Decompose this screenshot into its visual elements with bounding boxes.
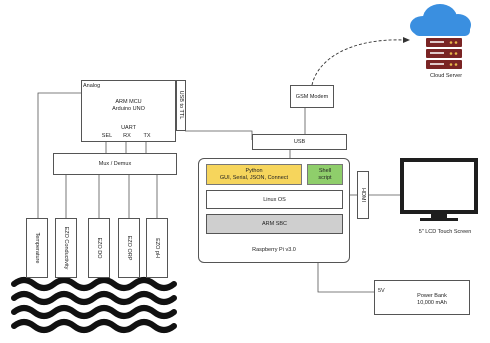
arm-sbc-label: ARM SBC [261, 221, 288, 227]
lcd-monitor-icon [400, 158, 478, 221]
sensor-orp-label: EZO ORP [126, 235, 132, 261]
gsm-modem-box: GSM Modem [290, 85, 334, 108]
uart-label: UART [121, 125, 136, 131]
ttl-to-usb-line [185, 130, 253, 140]
hdmi-box: HDMI [357, 171, 369, 219]
gsm-cloud-dashed-link [311, 39, 406, 86]
gsm-modem-label: GSM Modem [295, 94, 329, 100]
gsm-cloud-arrowhead [403, 37, 410, 43]
linux-os-block: Linux OS [206, 190, 343, 209]
water-waves-icon [11, 277, 177, 333]
sensor-ph-label: EZO pH [154, 238, 160, 258]
analog-label: Analog [83, 83, 101, 89]
hdmi-label: HDMI [360, 187, 366, 203]
usb-bar: USB [252, 134, 347, 150]
sensor-orp: EZO ORP [118, 218, 140, 278]
usb-ttl-box: USB to TTL [176, 80, 186, 131]
power-volt-label: 5V [378, 288, 385, 294]
power-bank-box: 5V Power Bank 10,000 mAh [374, 280, 470, 315]
mux-demux-label: Mux / Demux [98, 161, 132, 167]
shell-desc: script [318, 175, 332, 181]
shell-title: Shell [318, 168, 332, 174]
mux-demux-box: Mux / Demux [53, 153, 177, 175]
cloud-server-icon [410, 4, 471, 69]
usb-ttl-label: USB to TTL [178, 90, 184, 120]
mcu-subtitle: Arduino UNO [112, 106, 145, 112]
pin-tx-label: TX [143, 133, 151, 139]
sensor-do: EZO DO [88, 218, 110, 278]
sensor-ph: EZO pH [146, 218, 168, 278]
rpi-to-power-line [317, 255, 374, 293]
raspberry-pi-box: Python GUI, Serial, JSON, Connect Shell … [198, 158, 350, 263]
python-desc: GUI, Serial, JSON, Connect [219, 175, 289, 181]
sensor-temperature: Temperature [26, 218, 48, 278]
python-block: Python GUI, Serial, JSON, Connect [206, 164, 302, 185]
linux-os-label: Linux OS [263, 197, 286, 203]
sensor-do-label: EZO DO [96, 237, 102, 259]
arm-sbc-block: ARM SBC [206, 214, 343, 234]
mcu-title: ARM MCU [115, 99, 142, 105]
python-title: Python [245, 168, 263, 174]
shell-script-block: Shell script [307, 164, 343, 185]
raspberry-pi-title: Raspberry Pi v3.0 [252, 247, 296, 253]
sensor-conductivity: EZO Conductivity [55, 218, 77, 278]
lcd-label: 5" LCD Touch Screen [418, 229, 472, 235]
power-bank-title: Power Bank [417, 293, 447, 299]
analog-line [37, 92, 81, 218]
usb-bar-label: USB [293, 139, 306, 145]
sensor-temperature-label: Temperature [34, 232, 40, 264]
arm-mcu-box: Analog ARM MCU Arduino UNO UART SEL RX T… [81, 80, 176, 142]
cloud-server-label: Cloud Server [429, 73, 463, 79]
pin-rx-label: RX [123, 133, 131, 139]
sensor-conductivity-label: EZO Conductivity [63, 226, 69, 270]
power-bank-capacity: 10,000 mAh [417, 300, 447, 306]
pin-sel-label: SEL [101, 133, 113, 139]
